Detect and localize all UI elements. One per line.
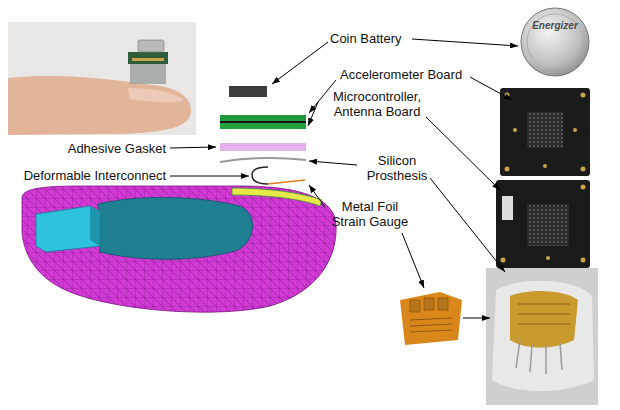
- microcontroller-board-photo: [496, 180, 590, 268]
- fem-finger-model: [22, 186, 336, 312]
- leader-arrows: [170, 39, 518, 318]
- exploded-layers: [220, 86, 306, 184]
- part-label: Deformable Interconnect: [10, 168, 166, 183]
- coin-battery-photo: [521, 8, 589, 76]
- finger-photo: [8, 22, 196, 135]
- accelerometer-board-photo: [500, 88, 590, 176]
- printed-brand: Energizer: [520, 20, 590, 32]
- part-label: Metal Foil Strain Gauge: [327, 199, 413, 229]
- part-label: Adhesive Gasket: [50, 141, 166, 156]
- part-label: Microcontroller, Antenna Board: [322, 89, 432, 119]
- strain-gauge-photo: [400, 292, 462, 345]
- part-label: Silicon Prosthesis: [361, 153, 433, 183]
- silicon-prosthesis-photo: [486, 268, 598, 405]
- part-label: Accelerometer Board: [340, 67, 472, 82]
- part-label: Coin Battery: [330, 31, 416, 46]
